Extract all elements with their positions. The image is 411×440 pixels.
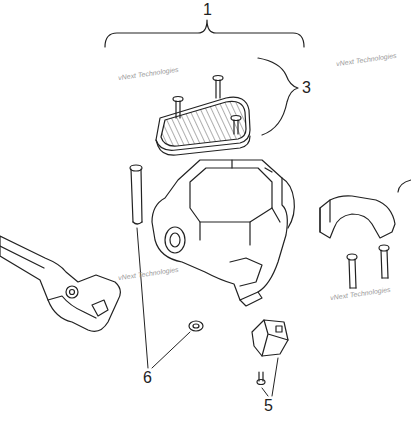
handlebar-clamp	[320, 196, 395, 238]
callout-number: 5	[264, 398, 273, 414]
callout-number: 3	[302, 80, 311, 96]
group-bracket	[398, 180, 411, 192]
master-cylinder-body	[152, 160, 294, 306]
callout-number: 1	[203, 2, 212, 18]
watermark: vNext Technologies	[118, 266, 179, 282]
washer	[189, 321, 203, 331]
group-bracket	[105, 20, 304, 47]
reservoir-cover	[156, 97, 250, 155]
leader-line	[137, 228, 278, 396]
brake-switch	[252, 320, 288, 356]
pivot-pin	[130, 165, 142, 224]
watermark: vNext Technologies	[336, 52, 397, 68]
callout-number: 6	[143, 370, 152, 386]
brake-lever	[0, 236, 120, 331]
cover-screw	[173, 76, 241, 135]
watermark: vNext Technologies	[118, 66, 179, 82]
watermark: vNext Technologies	[330, 286, 391, 302]
group-bracket	[258, 58, 298, 135]
switch-screw	[257, 372, 265, 385]
clamp-bolt	[347, 245, 389, 288]
